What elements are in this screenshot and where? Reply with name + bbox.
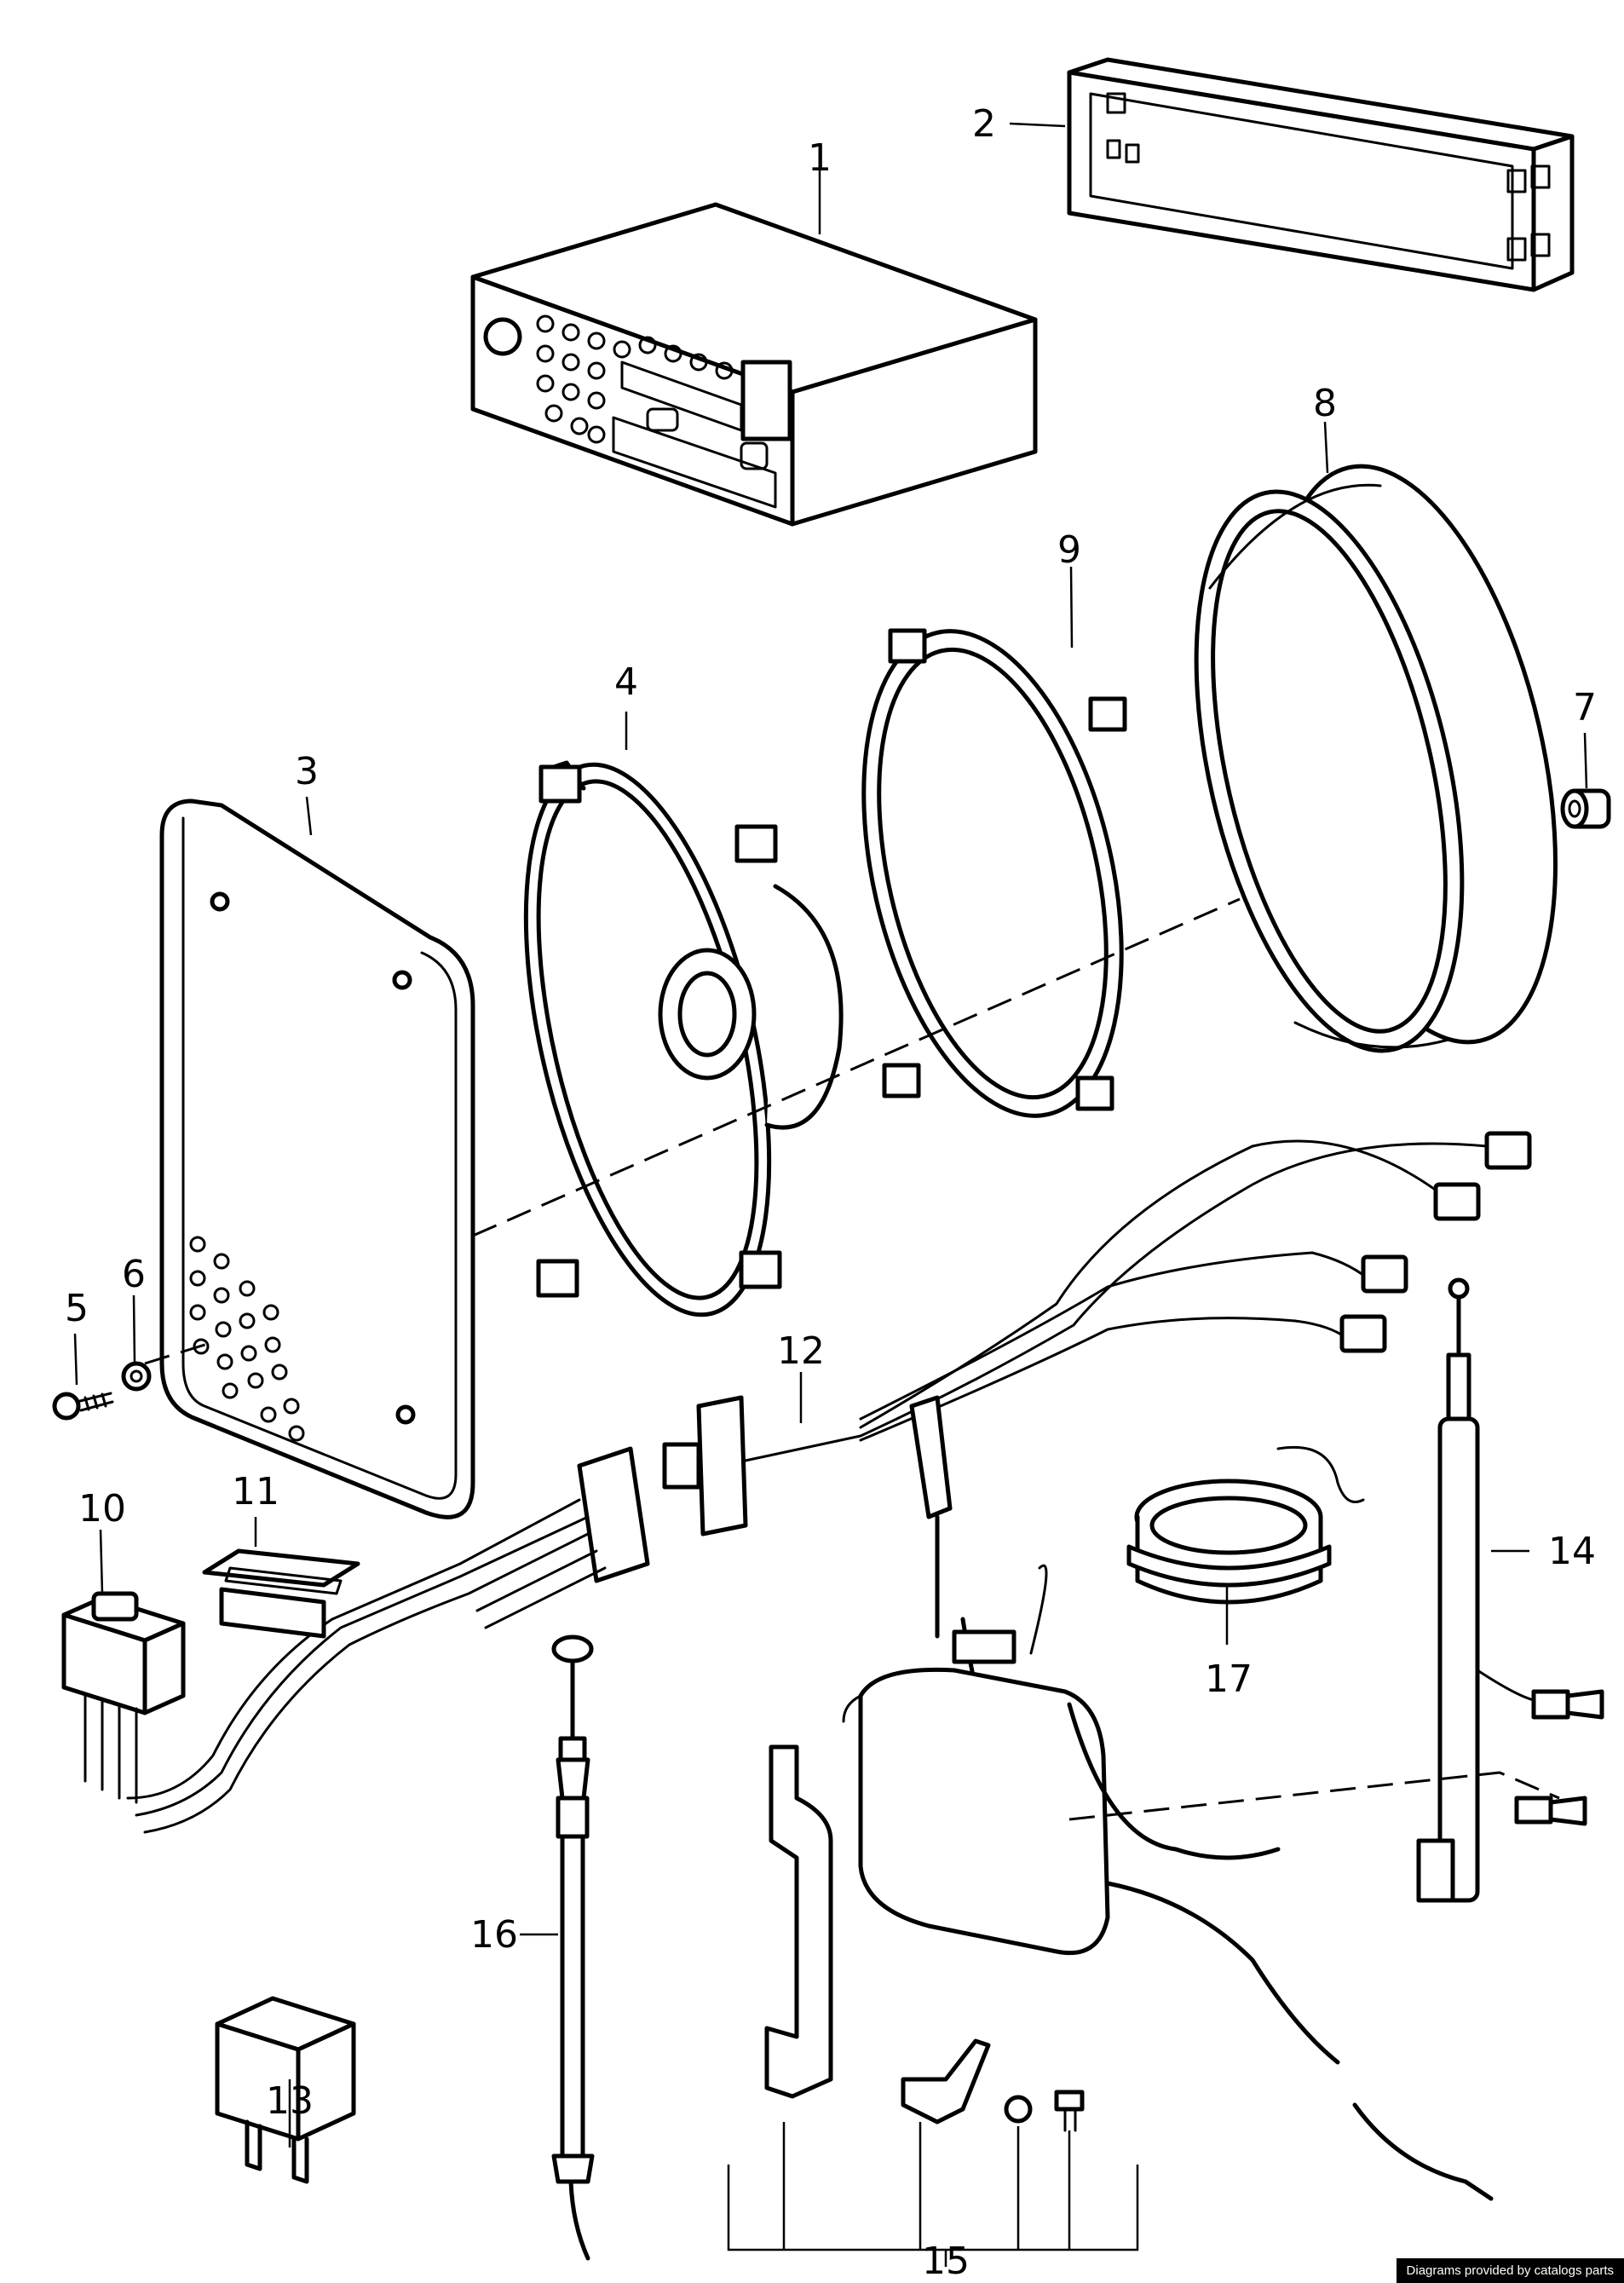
part-6-washer [121,1361,152,1392]
callout-7: 7 [1573,686,1597,729]
callout-labels: 1 2 3 4 5 6 7 8 9 10 11 12 13 14 15 16 1… [65,102,1597,2283]
callout-10: 10 [78,1487,126,1531]
callout-16: 16 [470,1913,518,1957]
callout-6: 6 [122,1253,146,1296]
callout-15: 15 [922,2240,970,2283]
callout-9: 9 [1057,528,1081,572]
callout-12: 12 [777,1329,825,1373]
part-10-switch [61,1591,186,1804]
part-15-antenna-motor [764,1395,1494,2201]
part-11-switch-bezel [202,1548,360,1639]
part-2-mounting-sleeve [1067,57,1575,292]
part-12-wiring-harness [126,1131,1532,1834]
leader-lines [73,122,1588,2267]
part-14-antenna [1416,1277,1604,1903]
assembly-lines [144,897,1560,1821]
part-7-grommet [1560,788,1611,829]
part-17-motor-cap [1126,1445,1365,1605]
callout-5: 5 [65,1287,89,1330]
part-4-speaker [523,760,844,1317]
part-5-screw [52,1392,114,1421]
part-3-speaker-grille [159,798,475,1519]
part-16-cable [551,1634,595,2261]
callout-3: 3 [295,750,319,793]
callout-2: 2 [972,102,996,146]
part-1-radio [470,202,1038,527]
credit-banner: Diagrams provided by catalogs parts [1396,2258,1624,2283]
callout-13: 13 [266,2079,314,2123]
part-8-speaker-ring [1194,464,1558,1053]
callout-8: 8 [1313,382,1337,425]
callout-17: 17 [1205,1657,1253,1701]
callout-11: 11 [232,1470,279,1513]
callout-14: 14 [1548,1530,1596,1573]
callout-1: 1 [808,136,832,180]
part-13-relay [215,1996,356,2184]
callout-4: 4 [614,660,638,704]
part-9-gasket [861,628,1127,1118]
